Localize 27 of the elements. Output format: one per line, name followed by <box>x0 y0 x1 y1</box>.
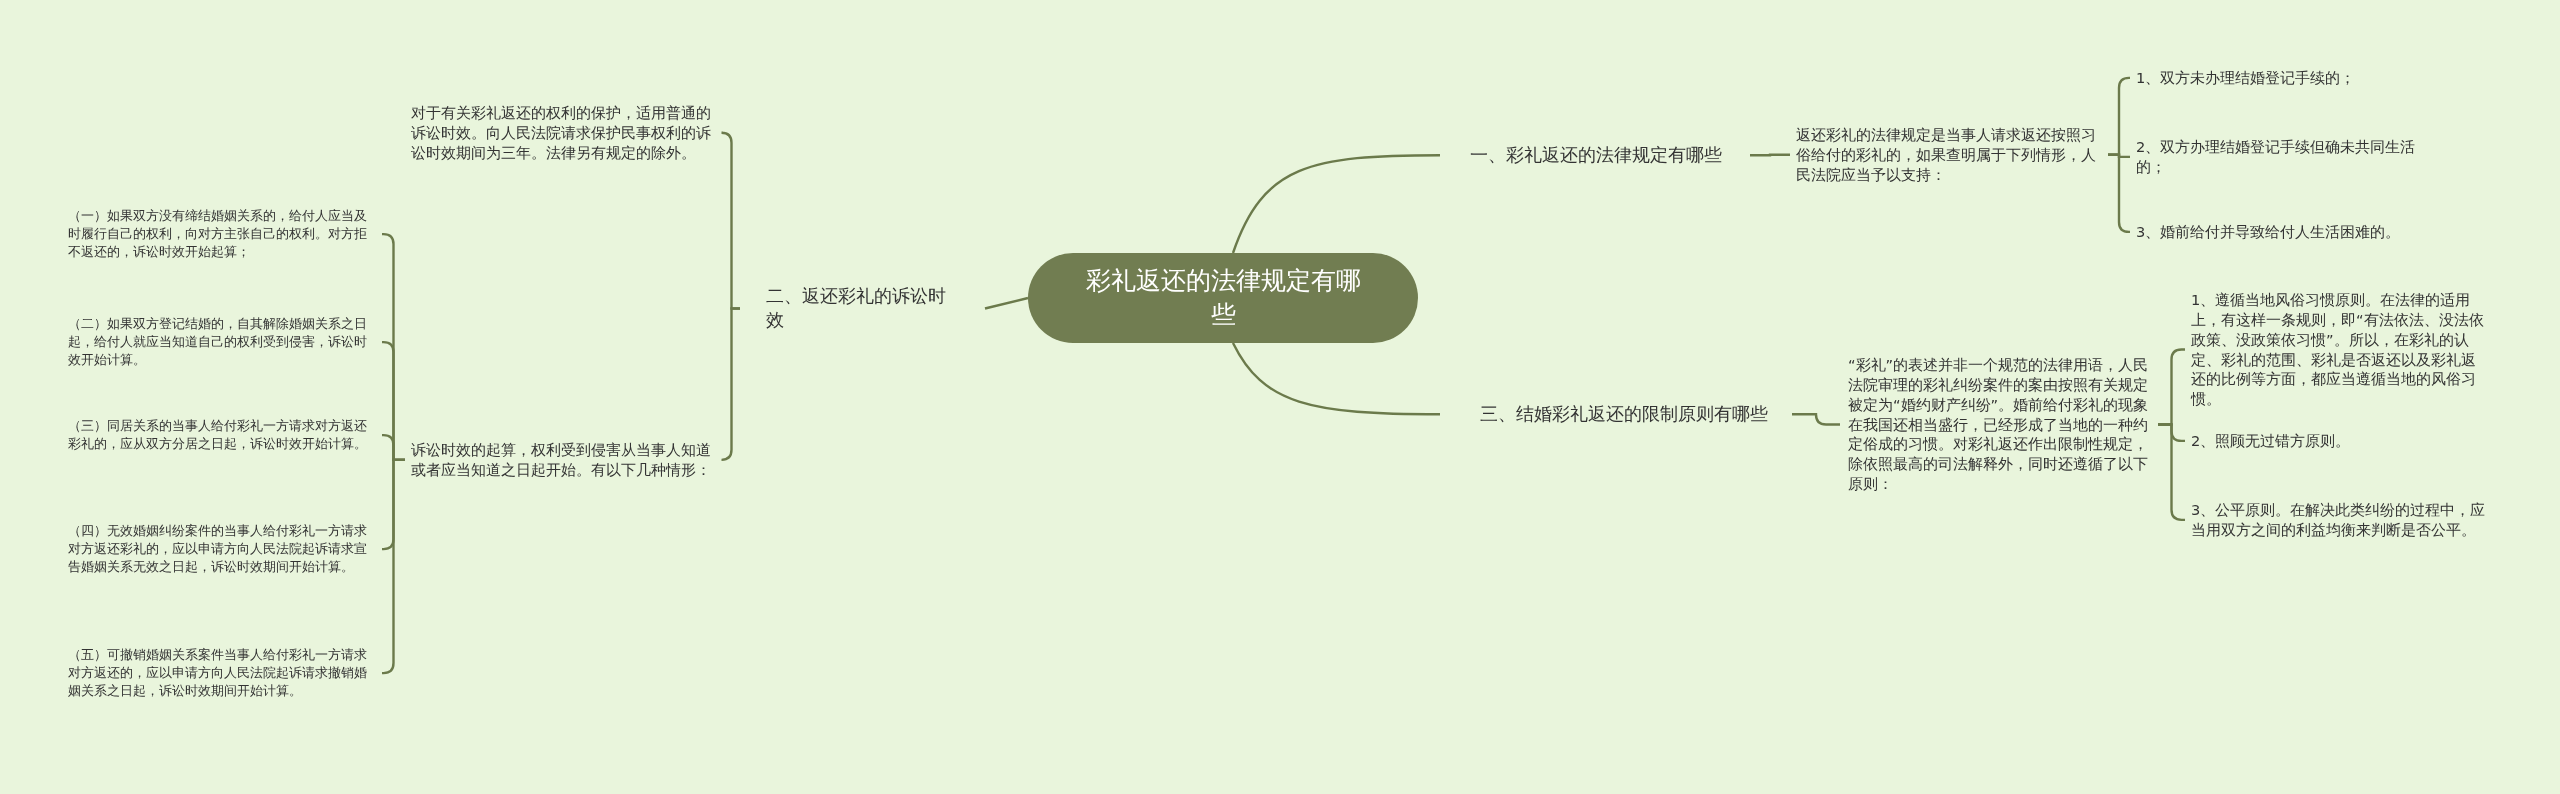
note-text: 1、遵循当地风俗习惯原则。在法律的适用上，有这样一条规则，即“有法依法、没法依政策、没政策依习惯”。所以，在彩礼的认定、彩礼的范围、彩礼是否返还以及彩礼返还的比例等方面，都应当遵循当地的风俗习惯。 <box>2185 290 2490 410</box>
connector-line <box>1231 154 1440 254</box>
topic-label: 三、结婚彩礼返还的限制原则有哪些 <box>1440 402 1792 427</box>
note-text: “彩礼”的表述并非一个规范的法律用语，人民法院审理的彩礼纠纷案件的案由按照有关规定被定为“婚约财产纠纷”。婚前给付彩礼的现象在我国还相当盛行，已经形成了当地的一种约定俗成的习惯。对彩礼返还作出限制性规定，除依照最高的司法解释外，同时还遵循了以下原则： <box>1840 355 2158 494</box>
central-topic: 彩礼返还的法律规定有哪些 <box>1028 253 1418 343</box>
note-text: 3、婚前给付并导致给付人生活困难的。 <box>2130 222 2460 242</box>
topic-label: 一、彩礼返还的法律规定有哪些 <box>1440 143 1750 168</box>
connector-line <box>1231 342 1440 416</box>
note-text: （四）无效婚姻纠纷案件的当事人给付彩礼一方请求对方返还彩礼的，应以申请方向人民法院起诉请求宣告婚姻关系无效之日起，诉讼时效期间开始计算。 <box>60 522 382 577</box>
note-text: （五）可撤销婚姻关系案件当事人给付彩礼一方请求对方返还的，应以申请方向人民法院起诉请求撤销婚姻关系之日起，诉讼时效期间开始计算。 <box>60 646 382 701</box>
note-text: 返还彩礼的法律规定是当事人请求返还按照习俗给付的彩礼的，如果查明属于下列情形，人民法院应当予以支持： <box>1790 125 2108 185</box>
connector-line <box>1750 153 1790 157</box>
connector-line <box>381 458 405 675</box>
note-text: （一）如果双方没有缔结婚姻关系的，给付人应当及时履行自己的权利，向对方主张自己的权利。对方拒不返还的，诉讼时效开始起算； <box>60 207 382 262</box>
note-text: 1、双方未办理结婚登记手续的； <box>2130 68 2460 88</box>
connector-line <box>720 307 740 462</box>
note-text: 2、双方办理结婚登记手续但确未共同生活的； <box>2130 137 2432 177</box>
note-text: （二）如果双方登记结婚的，自其解除婚姻关系之日起，给付人就应当知道自己的权利受到侵害，诉讼时效开始计算。 <box>60 315 382 370</box>
note-text: 3、公平原则。在解决此类纠纷的过程中，应当用双方之间的利益均衡来判断是否公平。 <box>2185 500 2490 540</box>
topic-label: 二、返还彩礼的诉讼时效 <box>740 284 985 333</box>
note-text: （三）同居关系的当事人给付彩礼一方请求对方返还彩礼的，应从双方分居之日起，诉讼时效开始计算。 <box>60 417 382 454</box>
note-text: 诉讼时效的起算，权利受到侵害从当事人知道或者应当知道之日起开始。有以下几种情形： <box>405 440 723 480</box>
connector-line <box>2108 153 2131 234</box>
connector-line <box>984 296 1029 310</box>
note-text: 对于有关彩礼返还的权利的保护，适用普通的诉讼时效。向人民法院请求保护民事权利的诉讼时效期间为三年。法律另有规定的除外。 <box>405 103 723 163</box>
note-text: 2、照顾无过错方原则。 <box>2185 431 2490 451</box>
connector-line <box>1792 413 1840 426</box>
